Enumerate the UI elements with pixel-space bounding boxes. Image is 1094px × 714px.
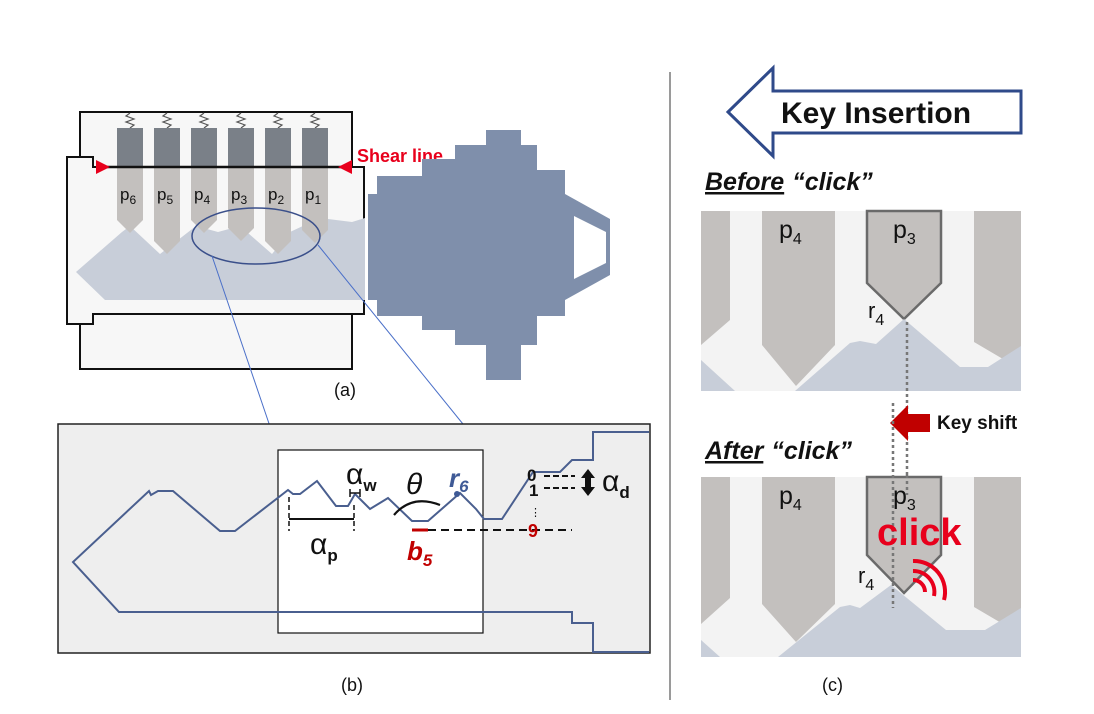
- alpha-d-double-arrow-icon: [581, 469, 595, 496]
- after-p4-label: p4: [779, 482, 802, 514]
- before-blade-left: [701, 360, 735, 391]
- pin-label: p1: [305, 185, 321, 207]
- caption-b: (b): [341, 675, 363, 695]
- pin-stack-group: p6 p5 p4 p3 p2 p1: [117, 112, 328, 254]
- zoomed-bitting-box: [277, 449, 484, 634]
- after-pin-p2: [974, 477, 1021, 627]
- after-r4-label: r4: [858, 563, 874, 594]
- pin-label: p4: [194, 185, 210, 207]
- depth-9-label: 9: [528, 521, 538, 541]
- key-shift-arrow-icon: [890, 405, 930, 441]
- after-pin-p5: [701, 477, 730, 624]
- pin-label: p6: [120, 185, 136, 207]
- key-bow: [368, 130, 610, 380]
- before-p3-label: p3: [893, 216, 916, 248]
- zoom-connector-left: [211, 255, 279, 451]
- after-key-blade: [778, 585, 1021, 657]
- caption-c: (c): [822, 675, 843, 695]
- key-outline: [71, 431, 649, 653]
- shear-line-right-arrow-icon: [338, 160, 352, 174]
- pin-label: p5: [157, 185, 173, 207]
- b5-label: b5: [407, 536, 433, 570]
- shear-line-left-arrow-icon: [96, 160, 110, 174]
- shear-line-label: Shear line: [357, 146, 443, 166]
- driver-pin: [154, 128, 180, 167]
- caption-a: (a): [334, 380, 356, 400]
- driver-pin: [265, 128, 291, 167]
- after-p3-label: p3: [893, 482, 916, 514]
- r6-label: r6: [449, 463, 469, 496]
- after-blade-left: [701, 640, 720, 657]
- lock-housing-lower: [79, 311, 353, 370]
- panel-a: p6 p5 p4 p3 p2 p1 Shear line (a): [66, 111, 610, 451]
- alpha-d-label: αd: [602, 465, 630, 502]
- driver-pin: [228, 128, 254, 167]
- pin-spring-icon: [198, 112, 210, 129]
- alpha-p-label: αp: [310, 528, 338, 565]
- theta-arc: [393, 500, 441, 516]
- theta-label: θ: [406, 468, 423, 501]
- driver-pin: [302, 128, 328, 167]
- ridge-r6-dot: [454, 491, 460, 497]
- pin-spring-icon: [272, 112, 284, 129]
- key-pin: [117, 167, 143, 233]
- before-p4-label: p4: [779, 216, 802, 248]
- click-sound-waves-icon: [912, 558, 948, 601]
- before-r4-label: r4: [868, 298, 884, 329]
- depth-ellipsis: ⋮: [530, 507, 541, 519]
- key-pin: [265, 167, 291, 254]
- panel-b: αw αp θ r6 b5 0 1 ⋮ 9 αd (b): [57, 423, 651, 695]
- click-label: click: [877, 512, 962, 554]
- key-insertion-arrow-icon: [725, 64, 1023, 160]
- before-click-scene: p4 p3 r4: [701, 209, 1021, 475]
- key-pin: [228, 167, 254, 241]
- depth-1-label: 1: [529, 481, 538, 500]
- key-shift-label: Key shift: [937, 413, 1018, 434]
- pin-spring-icon: [309, 112, 321, 129]
- key-ring-hole: [574, 216, 606, 279]
- before-pin-p4: [762, 211, 835, 386]
- after-click-title: After“click”: [704, 437, 852, 465]
- pin-spring-icon: [124, 112, 136, 129]
- pin-label: p3: [231, 185, 247, 207]
- key-pin: [154, 167, 180, 254]
- after-pin-p4: [762, 477, 835, 642]
- zoom-connector-right: [317, 244, 485, 451]
- driver-pin: [191, 128, 217, 167]
- before-pin-p3: [865, 209, 943, 321]
- key-insertion-label: Key Insertion: [781, 97, 971, 130]
- panel-c: Key Insertion Before“click” p4 p3 r4 Key…: [701, 64, 1023, 695]
- pin-spring-icon: [161, 112, 173, 129]
- before-pin-p5: [701, 211, 730, 345]
- depth-0-label: 0: [527, 466, 536, 485]
- zoom-ellipse: [191, 207, 321, 265]
- key-pin: [302, 167, 328, 243]
- after-click-scene: p4 p3 r4 click: [701, 403, 1021, 657]
- alpha-w-label: αw: [346, 458, 377, 495]
- pin-spring-icon: [235, 112, 247, 129]
- before-click-title: Before“click”: [705, 168, 873, 196]
- pin-label: p2: [268, 185, 284, 207]
- driver-pin: [117, 128, 143, 167]
- before-pin-p2: [974, 211, 1021, 362]
